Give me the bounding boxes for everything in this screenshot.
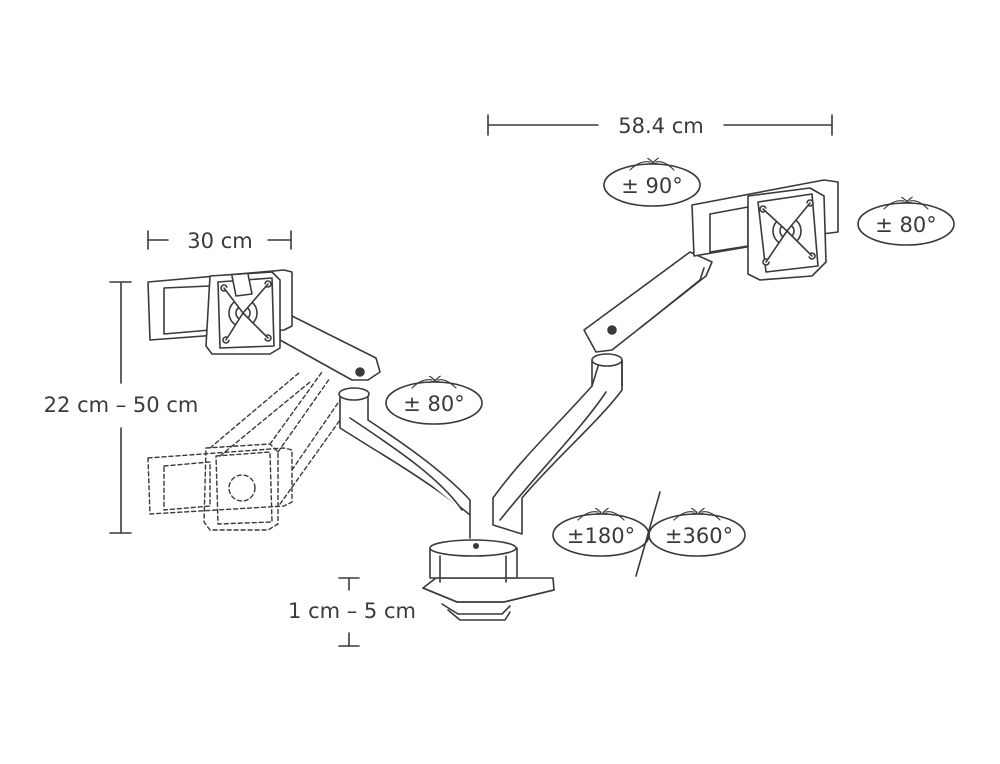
desk-clamp-icon	[422, 577, 555, 621]
lowered-position-ghost	[147, 371, 341, 531]
height-range-dimension	[109, 281, 132, 534]
left-arm	[279, 315, 471, 539]
right-swivel-label: ± 90°	[621, 174, 683, 198]
left-monitor-bracket	[147, 269, 293, 355]
clamp-range-label: 1 cm – 5 cm	[288, 599, 416, 623]
clamp-range-dimension	[338, 577, 360, 647]
arm-span-label: 58.4 cm	[618, 114, 703, 138]
base-right-rotation-label: ±360°	[665, 524, 733, 548]
bracket-width-dimension	[147, 230, 292, 250]
rotation-arrow-icon	[411, 162, 929, 521]
arm-span-dimension	[487, 114, 833, 136]
base-left-rotation-label: ±180°	[567, 524, 635, 548]
right-monitor-bracket	[691, 179, 839, 281]
bracket-width-label: 30 cm	[187, 229, 252, 253]
right-tilt-label: ± 80°	[875, 213, 937, 237]
left-tilt-label: ± 80°	[403, 392, 465, 416]
base-rotation-divider	[635, 491, 661, 577]
height-range-label: 22 cm – 50 cm	[44, 393, 199, 417]
right-arm	[492, 251, 713, 535]
arm-base-column	[429, 539, 518, 583]
